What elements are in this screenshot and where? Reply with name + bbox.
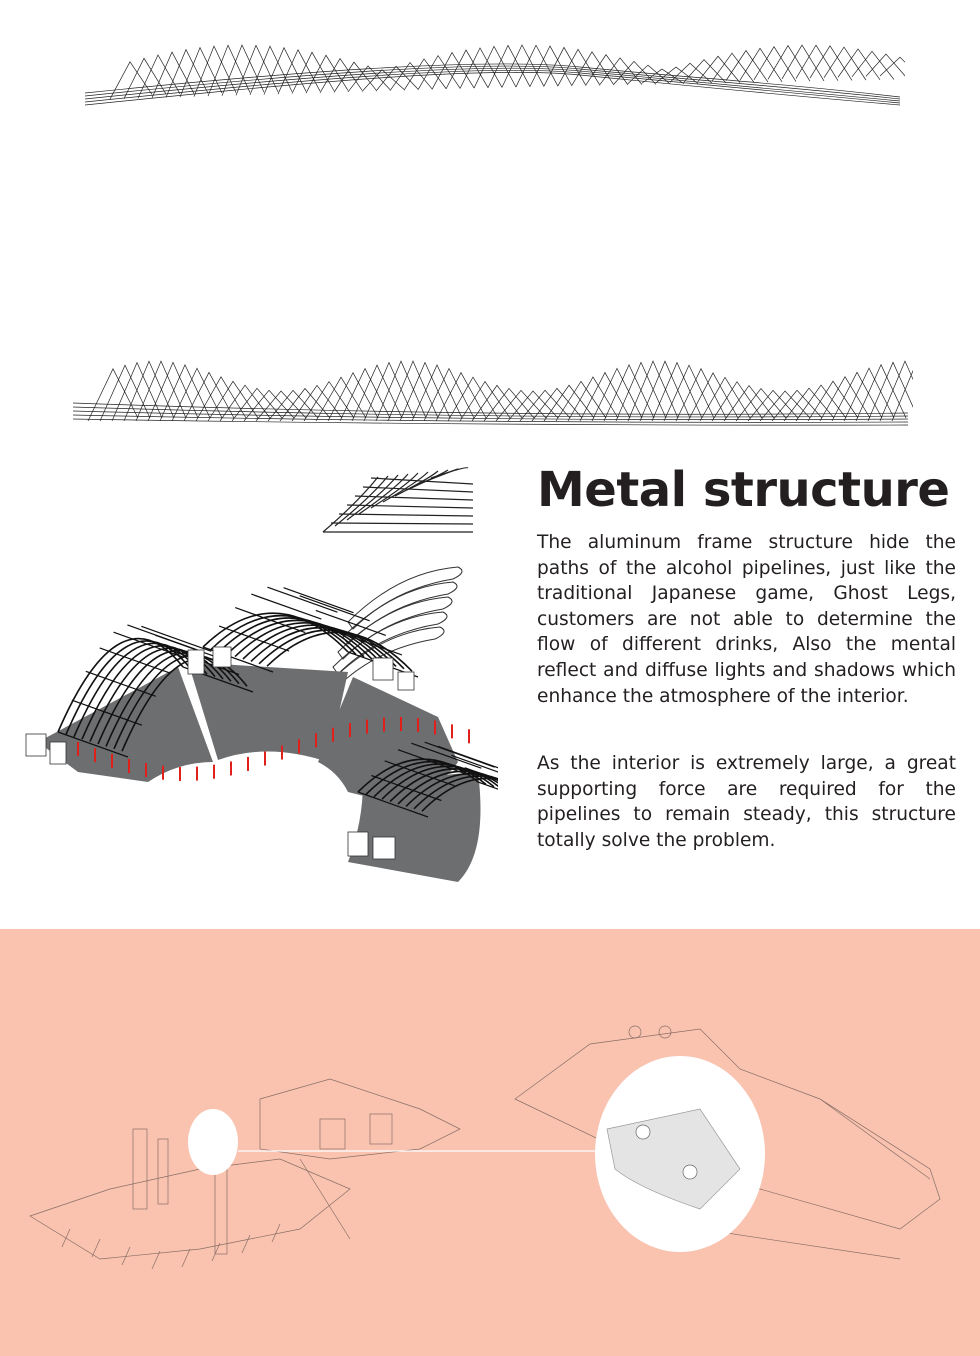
pipeline-loops <box>329 566 463 690</box>
exploded-axonometric-structure <box>25 467 498 882</box>
body-paragraph-1: The aluminum frame structure hide the pa… <box>537 532 956 707</box>
red-pipeline-columns <box>77 717 470 781</box>
white-blocks <box>25 646 415 860</box>
body-paragraph-2: As the interior is extremely large, a gr… <box>537 753 956 851</box>
truss-elevation-bottom <box>72 360 913 426</box>
section-heading: Metal structure <box>537 462 950 518</box>
site-context-band <box>0 929 980 1356</box>
truss-elevation-top <box>84 44 905 106</box>
roof-grid-detached <box>322 467 474 533</box>
zoom-circle-small <box>188 1109 238 1175</box>
site-axonometric <box>29 1025 941 1270</box>
city-context-drawing <box>29 1078 461 1270</box>
